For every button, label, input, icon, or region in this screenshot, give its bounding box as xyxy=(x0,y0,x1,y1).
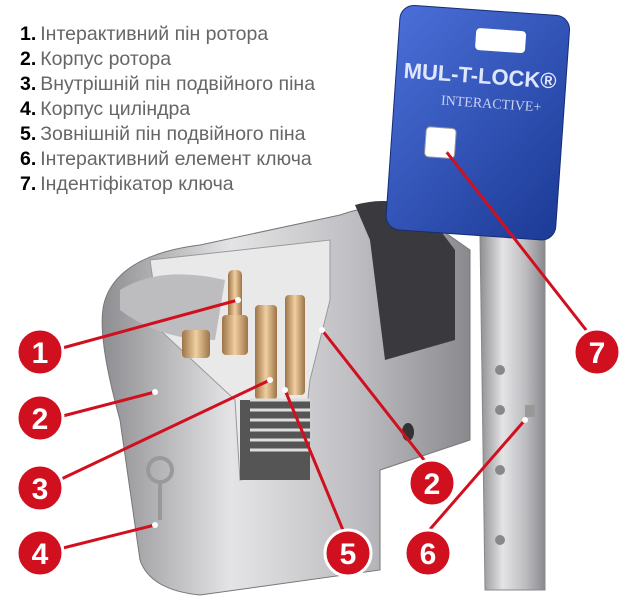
svg-text:6: 6 xyxy=(420,538,437,571)
legend: 1.Інтерактивний пін ротора 2.Корпус рото… xyxy=(20,22,315,197)
key-blade xyxy=(479,234,546,591)
key-identifier xyxy=(424,126,457,159)
svg-text:5: 5 xyxy=(340,538,357,571)
svg-text:1: 1 xyxy=(32,337,49,370)
legend-item-4: 4.Корпус циліндра xyxy=(20,98,191,120)
callout-3: 3 xyxy=(15,463,65,513)
key-ring-hole xyxy=(475,28,527,54)
callout-2-left: 2 xyxy=(15,393,65,443)
callout-1: 1 xyxy=(15,327,65,377)
callout-5: 5 xyxy=(323,528,373,578)
legend-item-1: 1.Інтерактивний пін ротора xyxy=(20,23,269,45)
callout-4: 4 xyxy=(15,528,65,578)
legend-item-7: 7.Індентіфікатор ключа xyxy=(20,173,234,195)
legend-item-2: 2.Корпус ротора xyxy=(20,48,172,70)
callout-7: 7 xyxy=(572,327,622,377)
svg-text:2: 2 xyxy=(424,468,441,501)
svg-text:3: 3 xyxy=(32,473,49,506)
key-head: MUL-T-LOCK® INTERACTIVE+ xyxy=(385,4,571,241)
legend-item-3: 3.Внутрішній пін подвійного піна xyxy=(20,73,316,95)
callout-2-right: 2 xyxy=(407,458,457,508)
legend-item-5: 5.Зовнішній пін подвійного піна xyxy=(20,123,306,145)
leader-lines xyxy=(54,149,592,552)
key-figure-emblem xyxy=(146,456,174,520)
svg-text:2: 2 xyxy=(32,403,49,436)
pins xyxy=(182,270,310,452)
legend-item-6: 6.Інтерактивний елемент ключа xyxy=(20,148,312,170)
svg-text:7: 7 xyxy=(589,337,606,370)
interactive-logo: INTERACTIVE+ xyxy=(440,94,541,116)
svg-text:4: 4 xyxy=(32,538,49,571)
leader-dots xyxy=(152,147,528,528)
callout-6: 6 xyxy=(403,528,453,578)
